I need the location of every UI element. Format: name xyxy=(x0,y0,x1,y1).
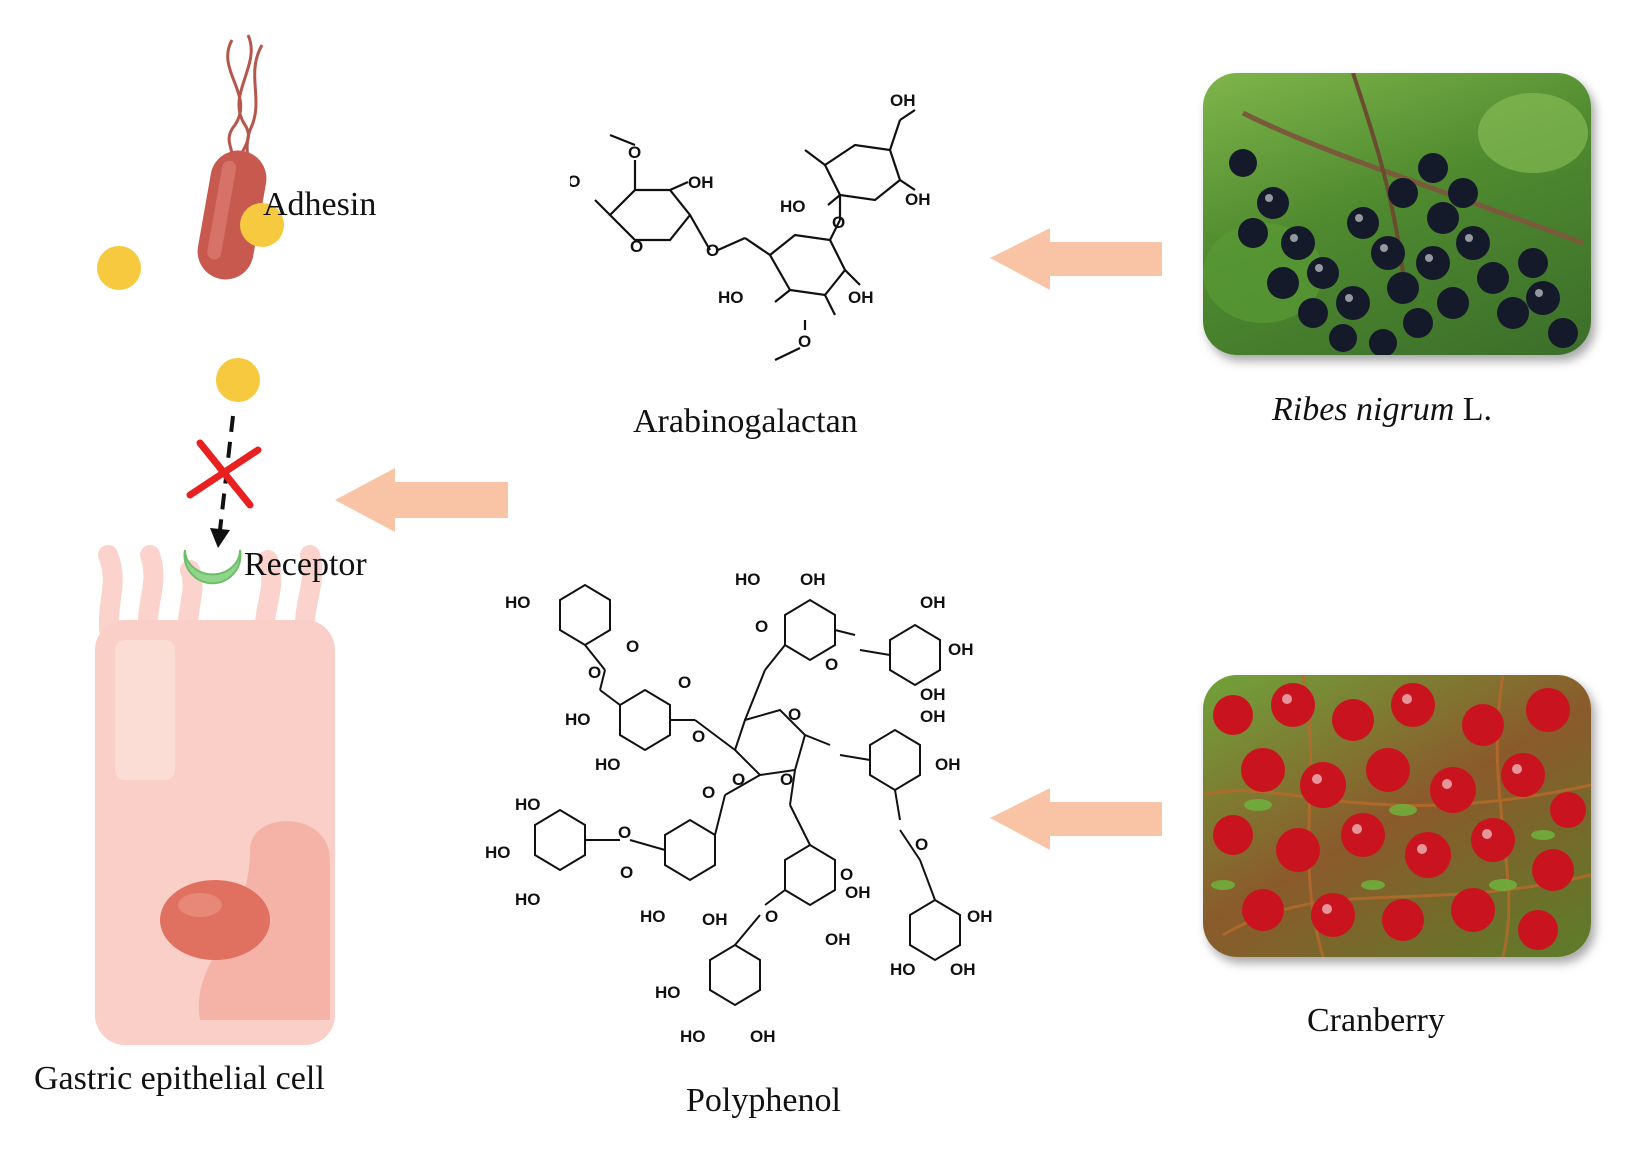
pp-g13: HO xyxy=(565,710,591,729)
pp-g9: OH xyxy=(948,640,974,659)
pp-g11: O xyxy=(825,655,838,674)
arrow-ribes-to-arabinogalactan xyxy=(990,228,1162,290)
arabinogalactan-structure: HO OH O O O HO OH OH HO OH O O xyxy=(570,91,931,361)
ag-oh-1: OH xyxy=(688,173,714,192)
pp-g39: O xyxy=(765,907,778,926)
ag-oh-2: OH xyxy=(848,288,874,307)
pp-g26: O xyxy=(732,770,745,789)
pp-g38: O xyxy=(840,865,853,884)
pp-g35: HO xyxy=(655,983,681,1002)
pp-g37: OH xyxy=(750,1027,776,1046)
cranberry-photo xyxy=(1203,675,1591,957)
pp-g21: HO xyxy=(485,843,511,862)
adhesin-dot-free-2 xyxy=(216,358,260,402)
pp-g18: OH xyxy=(920,707,946,726)
receptor-label: Receptor xyxy=(244,546,367,583)
pp-g31: OH xyxy=(825,930,851,949)
arrow-cranberry-to-polyphenol xyxy=(990,788,1162,850)
ag-o-link-2: O xyxy=(832,213,845,232)
nucleus-highlight xyxy=(178,893,222,917)
ag-o-methoxy-1: O xyxy=(628,143,641,162)
pp-g40: O xyxy=(915,835,928,854)
ribes-authority: L. xyxy=(1454,391,1493,428)
pp-g2: OH xyxy=(598,560,624,564)
pp-g8: OH xyxy=(920,593,946,612)
cranberry-label: Cranberry xyxy=(1307,1002,1445,1039)
pp-g14: HO xyxy=(595,755,621,774)
binding-arrowhead xyxy=(210,528,230,548)
pp-g24: O xyxy=(620,863,633,882)
ag-ho-1: HO xyxy=(570,172,581,191)
pp-g32: OH xyxy=(967,907,993,926)
bacteria-cell-illustration xyxy=(95,34,335,1045)
pp-g28: HO xyxy=(640,907,666,926)
ag-ho-2: HO xyxy=(718,288,744,307)
polyphenol-structure: HO OH HO O O HO OH OH OH OH O O HO HO O … xyxy=(485,560,993,1046)
pp-g5: O xyxy=(588,663,601,682)
pp-g36: HO xyxy=(680,1027,706,1046)
pp-g22: HO xyxy=(515,890,541,909)
adhesin-dot-attached xyxy=(240,203,284,247)
pp-g34: OH xyxy=(950,960,976,979)
pp-g3: HO xyxy=(505,593,531,612)
bacterium-highlight xyxy=(207,160,237,260)
pp-g17: O xyxy=(788,705,801,724)
pp-g23: O xyxy=(618,823,631,842)
cell-label: Gastric epithelial cell xyxy=(34,1060,325,1097)
ag-oh-4: OH xyxy=(905,190,931,209)
pp-g20: HO xyxy=(515,795,541,814)
ag-oh-3: OH xyxy=(890,91,916,110)
pp-g10: OH xyxy=(920,685,946,704)
pp-g30: OH xyxy=(845,883,871,902)
polyphenol-label: Polyphenol xyxy=(686,1082,841,1119)
pp-g25: O xyxy=(702,783,715,802)
blackcurrant-berries xyxy=(1203,73,1588,355)
ag-ho-3: HO xyxy=(780,197,806,216)
arabinogalactan-label: Arabinogalactan xyxy=(633,403,858,440)
ag-o-methoxy-2: O xyxy=(798,332,811,351)
ag-o-ring-1: O xyxy=(630,237,643,256)
cranberry-berries xyxy=(1203,675,1591,957)
pp-g16: O xyxy=(692,727,705,746)
pp-g29: OH xyxy=(702,910,728,929)
pp-g33: HO xyxy=(890,960,916,979)
receptor xyxy=(183,549,242,585)
cell-highlight xyxy=(115,640,175,780)
arrow-to-cell xyxy=(335,468,508,532)
adhesin-dot-free-1 xyxy=(97,246,141,290)
pp-g12: O xyxy=(755,617,768,636)
pp-g19: OH xyxy=(935,755,961,774)
pp-g7: OH xyxy=(800,570,826,589)
ribes-species-name: Ribes nigrum xyxy=(1272,391,1455,428)
adhesin-label: Adhesin xyxy=(263,186,377,223)
ag-o-link-1: O xyxy=(706,241,719,260)
pp-g4: O xyxy=(626,637,639,656)
pp-g6: HO xyxy=(735,570,761,589)
pp-g1: HO xyxy=(530,560,556,564)
ribes-nigrum-photo xyxy=(1203,73,1591,355)
block-mark-icon xyxy=(186,439,262,509)
ribes-nigrum-label: Ribes nigrum L. xyxy=(1272,393,1492,427)
pp-g15: O xyxy=(678,673,691,692)
pp-g27: O xyxy=(780,770,793,789)
